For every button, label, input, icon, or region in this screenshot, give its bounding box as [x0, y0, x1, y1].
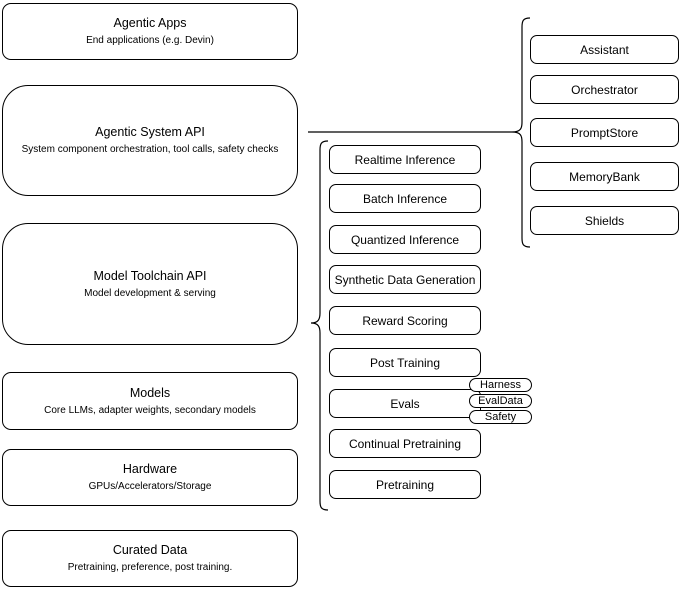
component-orchestrator: Orchestrator [530, 75, 679, 104]
box-subtitle: Pretraining, preference, post training. [67, 562, 233, 573]
toolchain-item-post-training: Post Training [329, 348, 481, 377]
box-title: Model Toolchain API [93, 268, 207, 283]
eval-tag-safety: Safety [469, 410, 532, 424]
component-shields: Shields [530, 206, 679, 235]
toolchain-item-realtime-inference: Realtime Inference [329, 145, 481, 174]
component-assistant: Assistant [530, 35, 679, 64]
box-models: Models Core LLMs, adapter weights, secon… [2, 372, 298, 430]
box-hardware: Hardware GPUs/Accelerators/Storage [2, 449, 298, 506]
box-subtitle: Core LLMs, adapter weights, secondary mo… [44, 404, 256, 416]
box-title: Agentic System API [95, 125, 205, 139]
toolchain-item-evals: Evals [329, 389, 481, 418]
box-title: Models [129, 385, 171, 400]
box-subtitle: GPUs/Accelerators/Storage [88, 481, 212, 492]
system-components-brace [511, 17, 531, 248]
toolchain-item-batch-inference: Batch Inference [329, 184, 481, 213]
box-title: Agentic Apps [113, 16, 187, 30]
toolchain-item-pretraining: Pretraining [329, 470, 481, 499]
eval-tag-evaldata: EvalData [469, 394, 532, 408]
box-subtitle: Model development & serving [84, 287, 216, 299]
toolchain-brace [310, 140, 329, 511]
component-promptstore: PromptStore [530, 118, 679, 147]
toolchain-item-reward-scoring: Reward Scoring [329, 306, 481, 335]
box-subtitle: End applications (e.g. Devin) [86, 35, 214, 46]
box-title: Hardware [122, 462, 178, 476]
toolchain-item-continual-pretraining: Continual Pretraining [329, 429, 481, 458]
box-agentic-apps: Agentic Apps End applications (e.g. Devi… [2, 3, 298, 60]
box-subtitle: System component orchestration, tool cal… [21, 144, 279, 155]
box-curated-data: Curated Data Pretraining, preference, po… [2, 530, 298, 587]
box-title: Curated Data [112, 543, 188, 557]
toolchain-item-synthetic-data-generation: Synthetic Data Generation [329, 265, 481, 294]
box-agentic-system-api: Agentic System API System component orch… [2, 85, 298, 196]
component-memorybank: MemoryBank [530, 162, 679, 191]
toolchain-item-quantized-inference: Quantized Inference [329, 225, 481, 254]
box-model-toolchain-api: Model Toolchain API Model development & … [2, 223, 298, 345]
eval-tag-harness: Harness [469, 378, 532, 392]
